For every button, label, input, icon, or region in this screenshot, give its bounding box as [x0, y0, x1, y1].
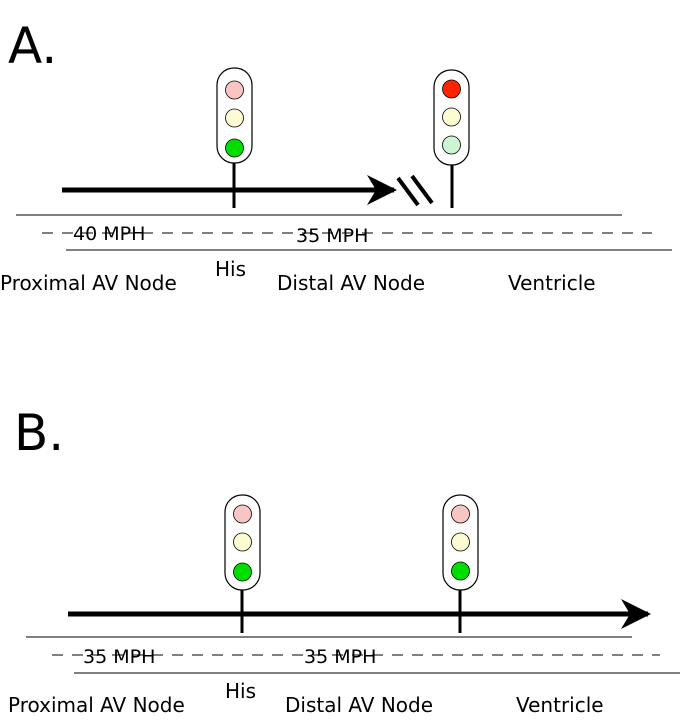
yellow-light — [451, 532, 470, 552]
panel-b-label: B. — [14, 404, 64, 462]
location-label-his: His — [215, 257, 246, 281]
traffic-signal-distal-a — [433, 69, 470, 208]
location-label-distal-av-node: Distal AV Node — [277, 271, 425, 295]
conduction-block-mark — [396, 174, 434, 207]
speed-limit-distal: 35 MPH — [304, 646, 376, 668]
speed-limit-proximal: 35 MPH — [83, 646, 155, 668]
green-light — [233, 562, 252, 582]
traffic-signal-his-b — [224, 494, 261, 633]
green-light — [451, 561, 470, 581]
red-light — [225, 80, 244, 100]
green-light — [442, 135, 461, 155]
traffic-signal-distal-b — [442, 494, 479, 633]
location-label-his: His — [225, 679, 256, 703]
green-light — [225, 138, 244, 158]
panel-a-label: A. — [8, 17, 57, 75]
yellow-light — [225, 108, 244, 128]
panel-a: A. 40 MPH 35 MPH Proxim — [0, 17, 672, 295]
speed-limit-distal: 35 MPH — [296, 225, 368, 247]
location-label-proximal-av-node: Proximal AV Node — [0, 271, 177, 295]
panel-b: B. 35 MPH 35 MPH Proximal AV Node His Di… — [8, 404, 680, 717]
yellow-light — [233, 532, 252, 552]
location-label-proximal-av-node: Proximal AV Node — [8, 693, 185, 717]
red-light — [233, 504, 252, 524]
speed-limit-proximal: 40 MPH — [73, 223, 145, 245]
location-label-ventricle: Ventricle — [508, 271, 596, 295]
red-light — [451, 504, 470, 524]
location-label-ventricle: Ventricle — [516, 693, 604, 717]
location-label-distal-av-node: Distal AV Node — [285, 693, 433, 717]
red-light — [442, 79, 461, 99]
yellow-light — [442, 107, 461, 127]
traffic-signal-his-a — [216, 67, 253, 208]
